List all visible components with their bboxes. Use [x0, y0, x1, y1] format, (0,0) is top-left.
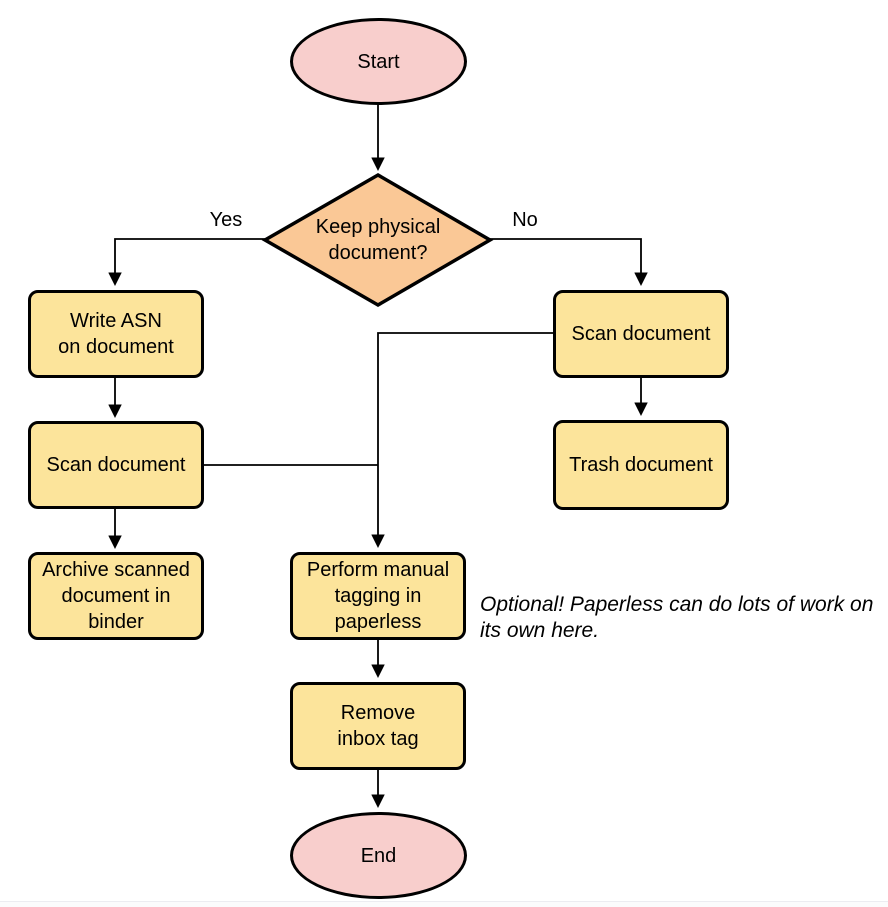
node-remove-inbox-tag: Remove inbox tag: [290, 682, 466, 770]
node-write-asn: Write ASN on document: [28, 290, 204, 378]
node-manual-tagging: Perform manual tagging in paperless: [290, 552, 466, 640]
edge-label-yes: Yes: [209, 209, 243, 231]
node-trash-document-label: Trash document: [569, 454, 713, 476]
note-optional: Optional! Paperless can do lots of work …: [480, 593, 874, 642]
edge-label-no: No: [512, 209, 538, 231]
node-scan-document-right: Scan document: [553, 290, 729, 378]
node-end: End: [290, 812, 467, 899]
edge-decision-no: [490, 238, 648, 287]
node-scan-document-right-label: Scan document: [571, 323, 711, 345]
node-start-label: Start: [357, 50, 400, 73]
node-trash-document: Trash document: [553, 420, 729, 510]
node-archive-binder-label: Archive scanned document in binder: [42, 559, 190, 633]
node-decision-label: Keep physical document?: [315, 216, 441, 264]
node-scan-document-left: Scan document: [28, 421, 204, 509]
node-scan-document-left-label: Scan document: [46, 454, 186, 476]
node-start: Start: [290, 18, 467, 105]
node-decision-label-wrap: Keep physical document?: [278, 214, 478, 266]
edge-scanright-to-tagging: [371, 332, 553, 549]
node-decision: [261, 172, 494, 308]
node-remove-inbox-tag-label: Remove inbox tag: [337, 702, 419, 750]
node-manual-tagging-label: Perform manual tagging in paperless: [306, 559, 450, 633]
edge-decision-yes: [108, 238, 265, 287]
node-write-asn-label: Write ASN on document: [58, 310, 174, 358]
node-end-label: End: [360, 844, 397, 867]
node-archive-binder: Archive scanned document in binder: [28, 552, 204, 640]
bottom-divider: [0, 901, 888, 907]
